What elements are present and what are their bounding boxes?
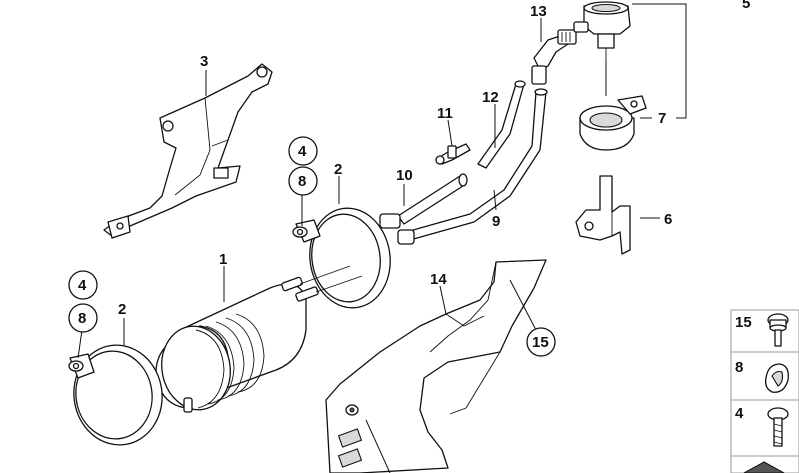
legend-label-15: 15 xyxy=(735,314,752,331)
legend-label-4: 4 xyxy=(735,405,744,422)
callout-11: 11 xyxy=(437,105,453,122)
callout-4-lower: 4 xyxy=(78,277,87,294)
callout-12: 12 xyxy=(482,89,499,106)
clamp-ring-part-2-upper xyxy=(292,207,391,309)
leader-lines xyxy=(77,3,687,473)
callout-9: 9 xyxy=(492,213,500,230)
callout-circle-8-upper xyxy=(288,166,318,196)
holder-part-6 xyxy=(575,175,631,255)
clip-8-icon xyxy=(764,363,789,393)
callout-15: 15 xyxy=(532,334,549,351)
callout-4-upper: 4 xyxy=(298,143,307,160)
callout-labels: 13 5 3 12 11 7 4 8 2 10 9 6 1 14 4 2 8 1… xyxy=(68,0,752,422)
screw-15-icon xyxy=(767,313,789,347)
elbow-connector-part-13 xyxy=(531,29,577,85)
hose-part-12 xyxy=(477,80,526,169)
callout-2-upper: 2 xyxy=(334,161,342,178)
valve-part-5 xyxy=(573,1,631,66)
hose-part-9 xyxy=(397,88,548,245)
callout-14: 14 xyxy=(430,271,447,288)
callout-3: 3 xyxy=(200,53,208,70)
connector-part-11 xyxy=(435,143,471,165)
screw-4-icon xyxy=(767,407,789,447)
ring-clip-part-7 xyxy=(579,95,647,151)
callout-5: 5 xyxy=(742,0,750,12)
bracket-part-3 xyxy=(103,63,273,239)
assembly-lines xyxy=(299,265,363,293)
canister-part-1 xyxy=(155,276,319,413)
hose-part-10 xyxy=(379,173,468,229)
legend-label-8: 8 xyxy=(735,359,743,376)
callout-circle-15 xyxy=(526,327,556,357)
cover-part-14 xyxy=(325,259,547,473)
callout-6: 6 xyxy=(664,211,672,228)
callout-13: 13 xyxy=(530,3,547,20)
clamp-ring-part-2-lower xyxy=(68,344,163,446)
callout-circle-4-lower xyxy=(68,270,98,300)
callout-2-lower: 2 xyxy=(118,301,126,318)
callout-1: 1 xyxy=(219,251,227,268)
callout-8-upper: 8 xyxy=(298,173,306,190)
callout-7: 7 xyxy=(658,110,666,127)
fastener-legend xyxy=(730,309,799,473)
callout-circle-4-upper xyxy=(288,136,318,166)
callout-circle-8-lower xyxy=(68,303,98,333)
callout-8-lower: 8 xyxy=(78,310,86,327)
callout-10: 10 xyxy=(396,167,413,184)
